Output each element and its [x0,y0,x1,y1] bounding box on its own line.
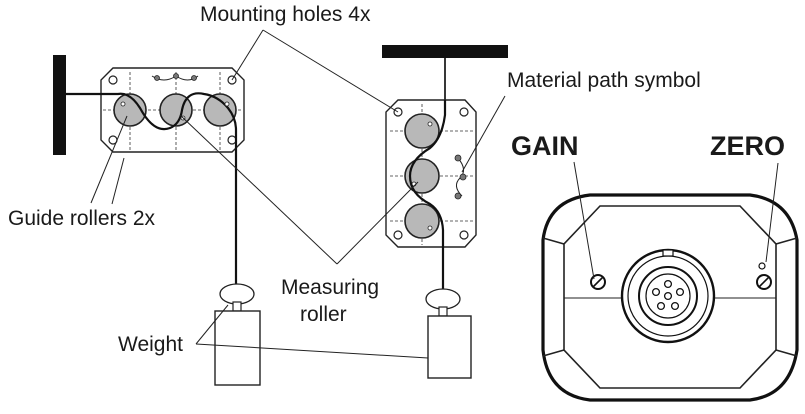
guide-rollers-label: Guide rollers 2x [8,207,156,230]
top-mounting-bar [382,45,508,58]
guide-roller [404,203,440,239]
mounting-hole [227,135,237,145]
gain-potentiometer [590,274,606,290]
measuring-roller-label-line1: Measuring [281,276,379,299]
mounting-hole [459,107,469,117]
measuring-roller-label-line2: roller [300,303,347,326]
material-path-symbol [454,154,467,200]
zero-potentiometer [756,262,772,290]
mounting-hole [393,230,403,240]
weight-label: Weight [118,333,183,356]
material-web [66,92,238,285]
mounting-holes-label: Mounting holes 4x [200,3,371,26]
material-web [408,100,447,290]
material-path-symbol-small [151,73,199,81]
weight-left [214,283,261,386]
gain-label: GAIN [511,131,579,161]
guide-roller [203,93,237,127]
weight-right [425,288,472,379]
material-path-symbol-label: Material path symbol [507,69,701,92]
mounting-hole [459,230,469,240]
mounting-hole [108,75,118,85]
horizontal-sensor [53,55,261,386]
connector [620,248,716,344]
left-mounting-bar [53,55,66,155]
leader-lines [90,29,779,359]
zero-label: ZERO [710,131,785,161]
vertical-sensor [382,45,508,379]
amplifier-housing [541,193,799,402]
